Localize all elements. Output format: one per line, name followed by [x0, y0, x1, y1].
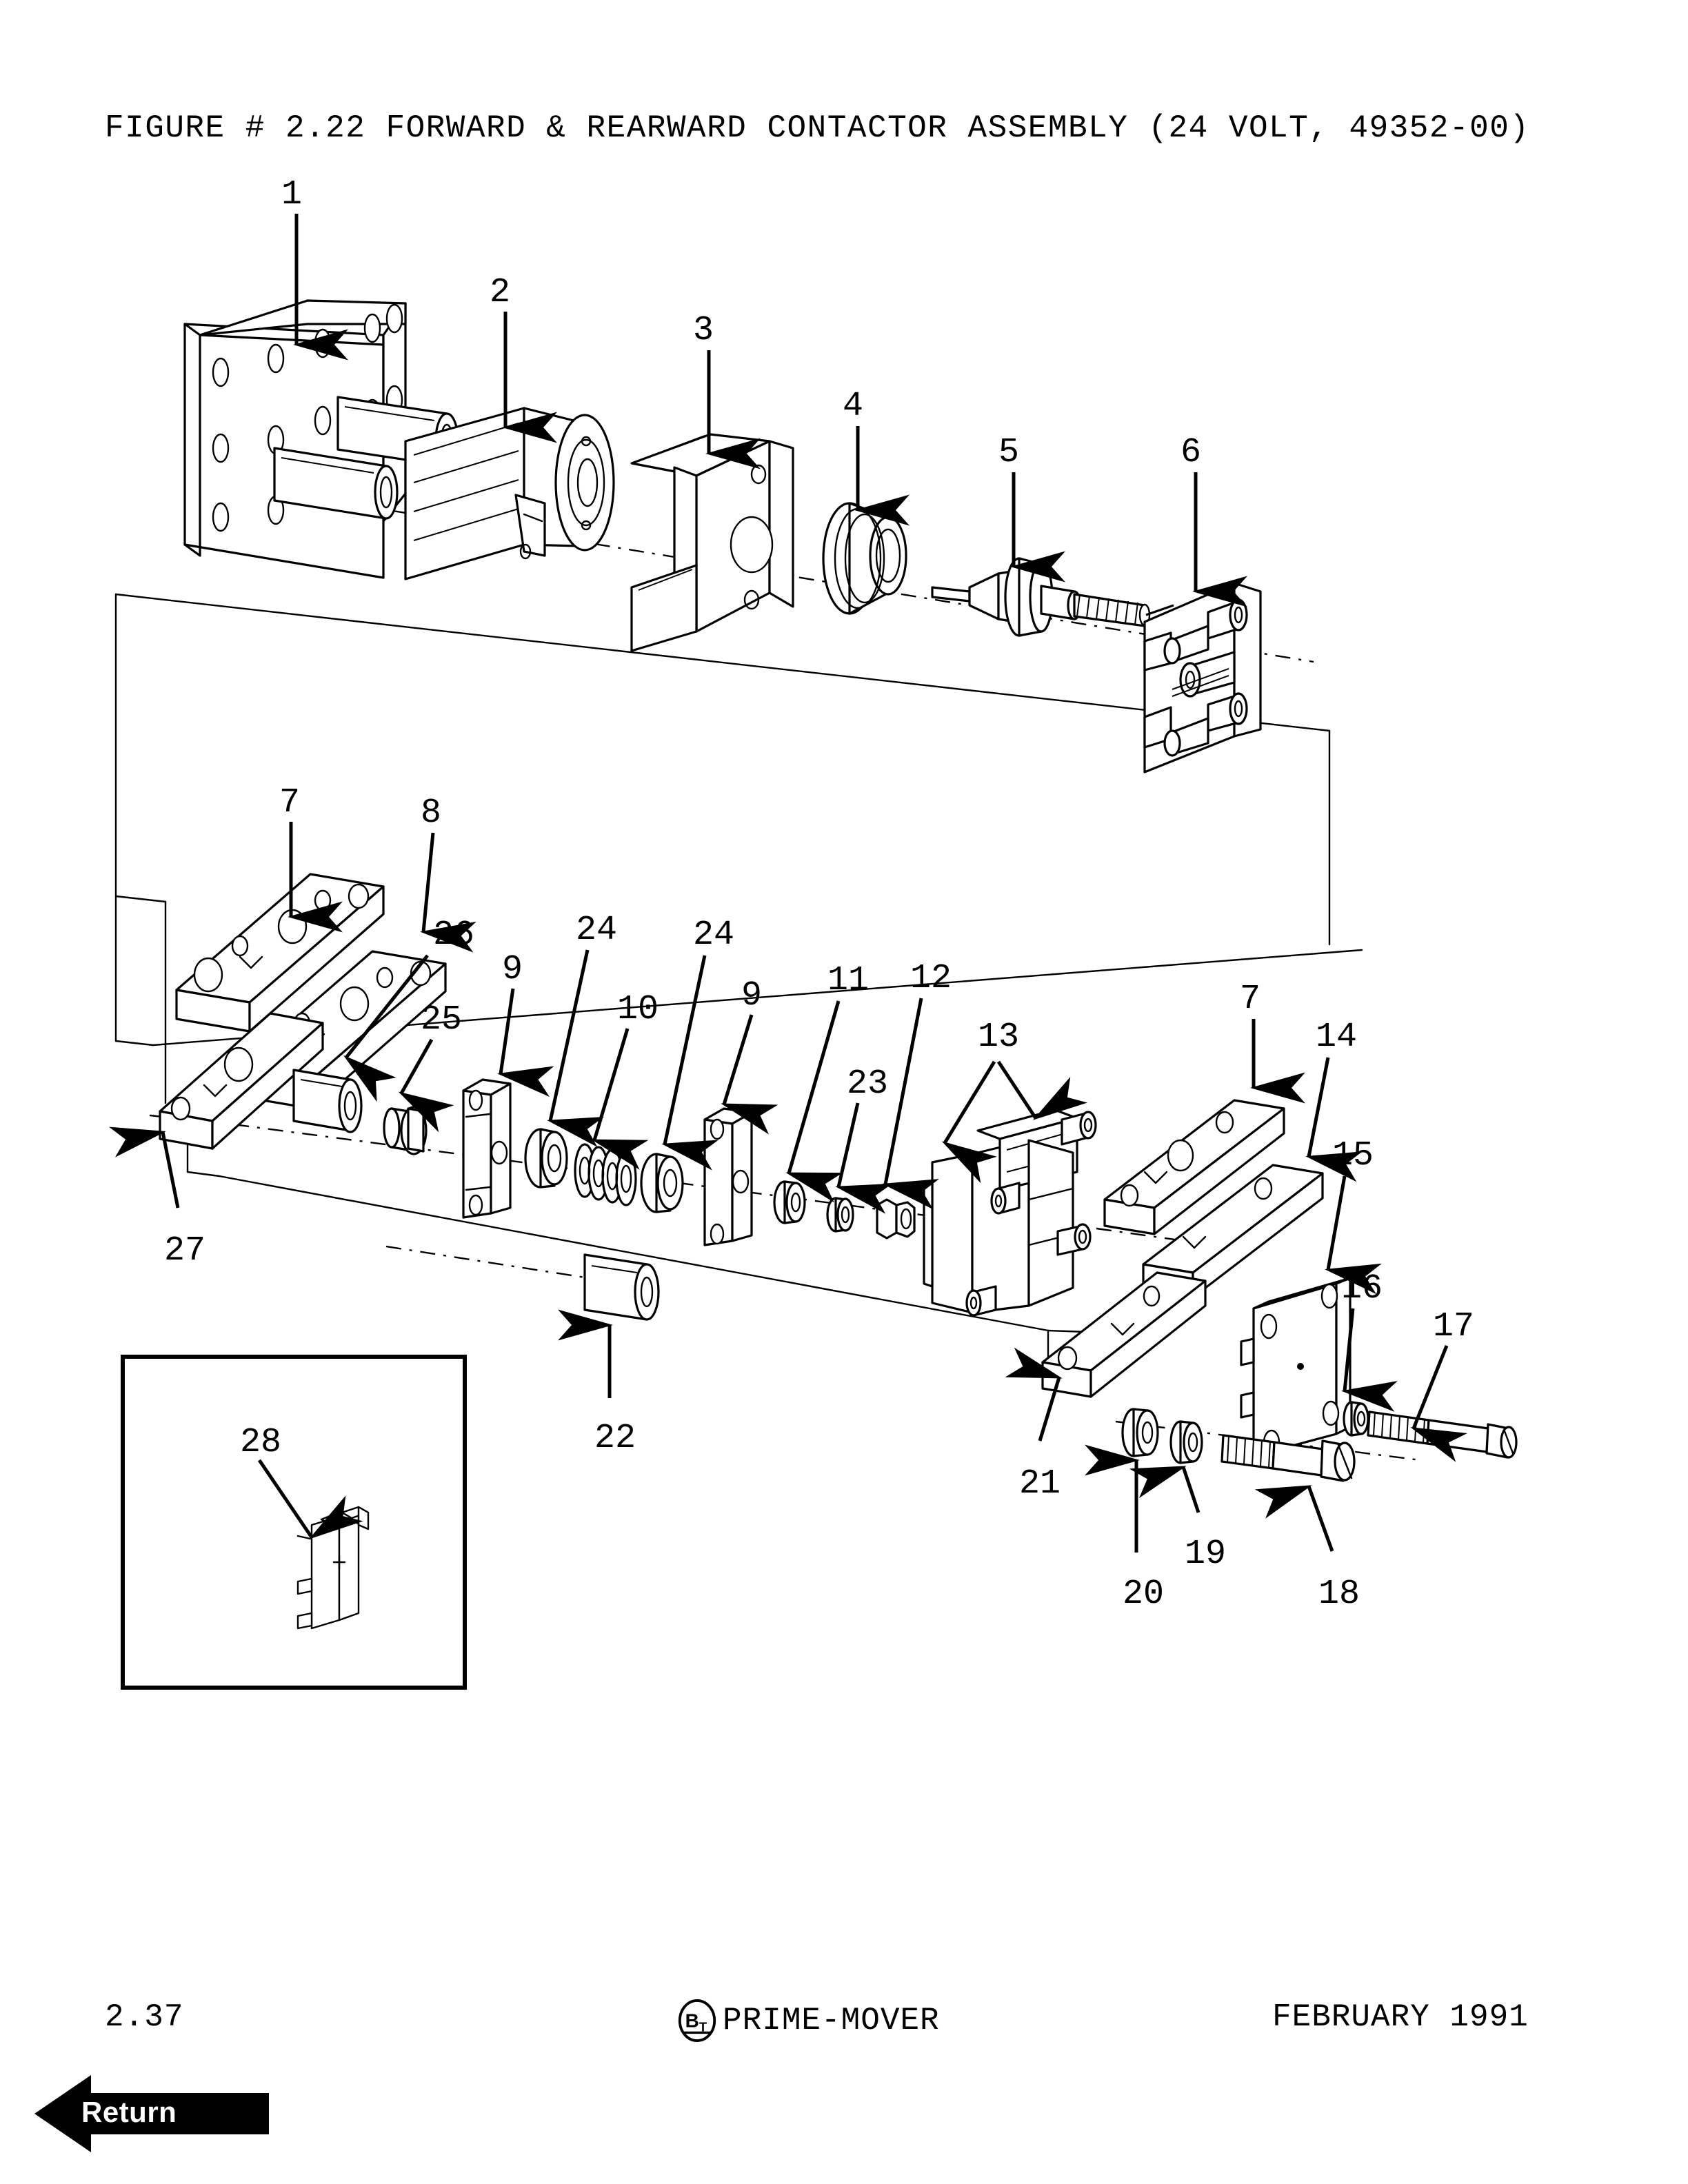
page-footer: 2.37 B T PRIME-MOVER FEBRUARY 1991: [0, 1999, 1688, 2061]
part-26-spacer-sleeve: [292, 1069, 363, 1133]
callout-22: 22: [594, 1419, 636, 1458]
part-7-contact-bar-right: [1103, 1099, 1285, 1235]
part-16-washer: [1343, 1401, 1369, 1437]
left-arrow-icon[interactable]: [34, 2075, 269, 2152]
part-5-plunger-stud: [931, 557, 1151, 637]
callout-7-right: 7: [1240, 980, 1261, 1019]
document-date: FEBRUARY 1991: [1272, 1999, 1529, 2035]
part-25-bushing: [383, 1106, 428, 1155]
callout-11: 11: [827, 961, 870, 1000]
part-13-contactor-block: [923, 1109, 1097, 1317]
brand-name: PRIME-MOVER: [723, 2003, 940, 2039]
part-15-cover-plate: [1240, 1277, 1352, 1457]
callout-23: 23: [847, 1064, 889, 1104]
callout-24-b: 24: [693, 916, 735, 955]
callout-24-a: 24: [576, 911, 618, 950]
part-27-contact-bar-bottom: [159, 1012, 324, 1150]
callout-13: 13: [978, 1018, 1020, 1057]
part-18-hex-bolt: [1220, 1434, 1356, 1482]
callout-25: 25: [421, 1000, 463, 1040]
part-4-seal-boot: [822, 502, 907, 615]
callout-28: 28: [240, 1423, 282, 1462]
callout-8: 8: [421, 793, 442, 833]
svg-text:T: T: [699, 2020, 707, 2034]
callout-6: 6: [1180, 433, 1202, 472]
part-19-lock-washer: [1169, 1420, 1203, 1464]
callout-3: 3: [693, 311, 714, 350]
callout-14: 14: [1316, 1018, 1358, 1057]
callout-18: 18: [1318, 1575, 1360, 1614]
brand-mark: B T PRIME-MOVER: [676, 1999, 940, 2042]
callout-5: 5: [998, 433, 1020, 472]
figure-title: FIGURE # 2.22 FORWARD & REARWARD CONTACT…: [105, 110, 1530, 146]
part-23-lock-washer: [826, 1197, 854, 1233]
callout-12: 12: [910, 959, 952, 998]
part-21-contact-bar: [1041, 1271, 1207, 1398]
part-6-terminal-block: [1143, 582, 1262, 774]
callout-1: 1: [281, 175, 303, 214]
svg-text:B: B: [685, 2010, 699, 2032]
callout-15: 15: [1332, 1136, 1374, 1175]
part-24-washer-a: [524, 1128, 568, 1189]
part-3-u-bracket: [630, 433, 794, 652]
callout-16: 16: [1341, 1269, 1383, 1308]
callout-7-left: 7: [279, 783, 301, 822]
callout-10: 10: [617, 990, 659, 1029]
part-11-washer: [773, 1180, 806, 1224]
part-24-washer-b: [640, 1153, 684, 1213]
inset-detail-box: [121, 1355, 467, 1690]
part-1-mounting-bracket: [183, 299, 459, 579]
callout-21: 21: [1019, 1464, 1061, 1504]
bt-circle-logo: B T: [678, 1999, 716, 2042]
part-12-hex-nut: [876, 1198, 916, 1240]
callout-4: 4: [843, 387, 864, 426]
callout-20: 20: [1123, 1575, 1165, 1614]
part-9-contact-plate-b: [703, 1107, 753, 1246]
part-10-spring-stack: [574, 1143, 637, 1206]
part-22-sleeve: [583, 1253, 660, 1321]
callout-2: 2: [490, 273, 511, 312]
callout-19: 19: [1185, 1535, 1227, 1574]
callout-26: 26: [433, 916, 475, 955]
part-20-washer: [1121, 1408, 1159, 1457]
callout-9-b: 9: [741, 976, 763, 1015]
callout-17: 17: [1433, 1307, 1475, 1346]
page-number: 2.37: [105, 1999, 184, 2035]
part-2-coil-body: [404, 407, 615, 580]
callout-9-a: 9: [502, 950, 523, 989]
callout-27: 27: [164, 1231, 206, 1271]
part-28-switch-detail: [297, 1506, 370, 1630]
return-button[interactable]: [34, 2075, 269, 2152]
part-9-contact-plate-a: [462, 1078, 512, 1219]
part-17-long-bolt: [1367, 1410, 1518, 1459]
